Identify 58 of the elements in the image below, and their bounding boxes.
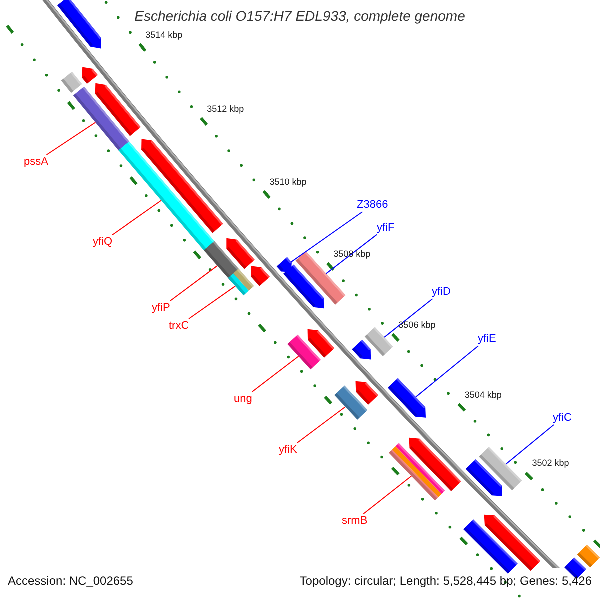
gene-label: yfiF: [377, 221, 395, 235]
gene-label: Z3866: [357, 198, 388, 212]
gene-feature: [142, 139, 224, 234]
scale-label: 3512 kbp: [207, 104, 244, 115]
scale-label: 3502 kbp: [532, 458, 570, 470]
gene-block: [464, 520, 518, 574]
leader-line: [170, 265, 218, 302]
leader-line: [296, 406, 346, 444]
scale-label: 3514 kbp: [146, 30, 183, 41]
gene-block: [288, 334, 322, 370]
gene-feature: [484, 514, 541, 572]
scale-label: 3504 kbp: [464, 390, 502, 401]
gene-block: [334, 386, 368, 420]
gene-label: yfiP: [152, 301, 170, 315]
accession-text: Accession: NC_002655: [7, 574, 134, 588]
gene-label: yfiC: [553, 411, 572, 425]
gene-label: trxC: [169, 319, 190, 333]
gene-feature: [356, 381, 379, 406]
leader-line: [506, 424, 554, 465]
gene-label: yfiK: [279, 443, 298, 457]
gene-label: pssA: [24, 155, 48, 169]
gene-feature: [352, 340, 372, 360]
gene-block: [73, 86, 130, 151]
leader-line: [363, 476, 412, 514]
gene-label: yfiQ: [93, 235, 113, 249]
gene-label: ung: [234, 392, 252, 406]
leader-line: [416, 346, 480, 398]
gene-label: yfiD: [432, 285, 451, 299]
gene-feature: [57, 0, 102, 49]
leader-line: [291, 212, 364, 263]
gene-block: [389, 443, 446, 501]
scale-label: 3508 kbp: [334, 248, 371, 260]
gene-feature: [276, 257, 292, 272]
gene-block: [577, 544, 600, 568]
gene-block: [61, 72, 82, 94]
gene-feature: [388, 378, 426, 418]
leader-line: [46, 122, 96, 156]
map-title: Escherichia coli O157:H7 EDL933, complete genome: [134, 9, 466, 23]
leader-line: [326, 234, 378, 274]
leader-line: [112, 200, 162, 236]
gene-block: [364, 327, 394, 356]
gene-feature: [95, 83, 141, 136]
scale-label: 3506 kbp: [398, 320, 436, 331]
gene-block: [228, 268, 254, 296]
gene-feature: [308, 329, 335, 358]
gene-feature: [409, 438, 462, 492]
gene-block: [479, 447, 522, 491]
leader-line: [384, 298, 434, 338]
gene-feature: [466, 459, 503, 496]
gene-label: yfiE: [478, 332, 496, 346]
gene-feature: [251, 266, 270, 286]
scale-label: 3510 kbp: [270, 176, 307, 188]
gene-feature: [82, 67, 98, 84]
gene-feature: [283, 264, 324, 309]
gene-block: [118, 142, 216, 252]
gene-feature: [226, 238, 255, 270]
genome-summary-text: Topology: circular; Length: 5,528,445 bp; Genes: 5,426: [298, 574, 593, 588]
gene-label: srmB: [342, 514, 368, 528]
